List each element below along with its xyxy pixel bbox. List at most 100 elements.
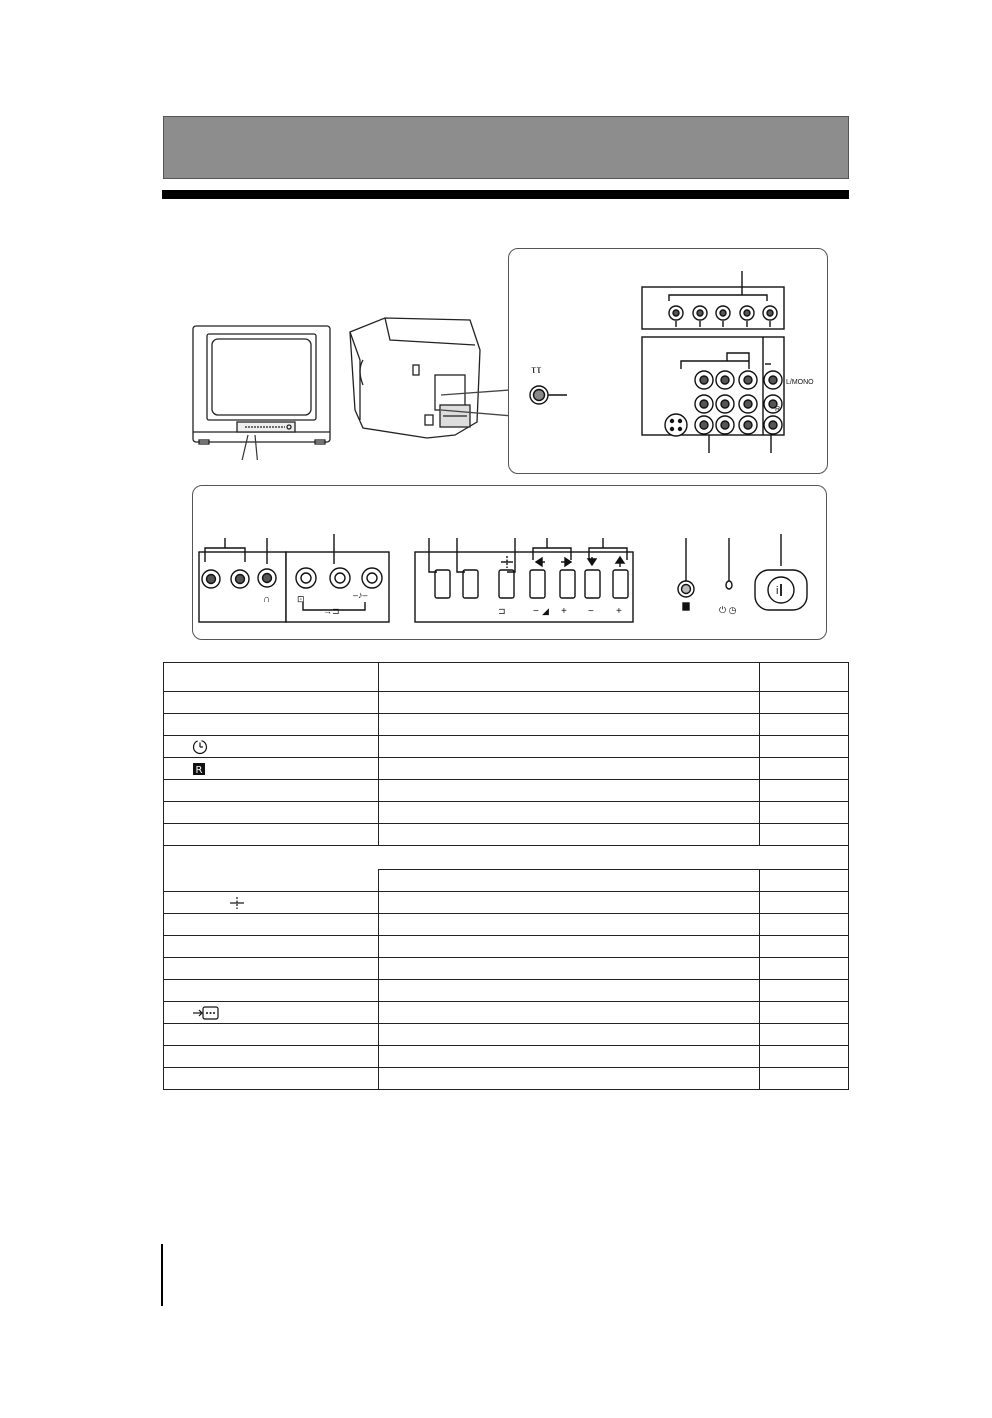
video-icon: ⊡ [297,594,305,604]
table-cell [163,979,379,1002]
table-cell [377,662,761,692]
table-cell [377,823,761,846]
table-cell [163,891,379,914]
audio-note-icon: –♪– [353,590,368,600]
input-arrow-box-icon [193,1005,219,1020]
front-button-1[interactable] [434,569,451,599]
power-icon: i [776,585,778,597]
table-cell [759,1023,849,1046]
volume-icon: ◢ [542,606,549,616]
rear-connector-panel: ⲧⲧ [508,248,828,474]
input-icon: →⊐ [323,606,340,616]
table-cell [377,757,761,780]
table-cell [377,713,761,736]
component-jack-strip [641,271,785,330]
table-cell [377,1067,761,1090]
table-cell [759,979,849,1002]
table-cell [759,1001,849,1024]
standby-indicator [725,580,733,590]
input-arrow-box-icon: ⊐ [498,606,506,616]
table-cell [759,957,849,980]
table-cell [163,1023,379,1046]
table-row [163,691,849,714]
table-cell [377,891,761,914]
front-button-2[interactable] [462,569,479,599]
volume-plus-button[interactable] [559,569,576,599]
header-rule [162,190,849,199]
table-cell [377,1045,761,1068]
crosshair-icon [230,896,244,909]
table-cell [377,957,761,980]
table-cell [377,1001,761,1024]
table-cell [759,801,849,824]
svg-text:ⲧⲧ: ⲧⲧ [531,362,541,376]
table-row [163,823,849,846]
table-cell [377,1023,761,1046]
av-jack-block [641,336,785,453]
header-band [163,116,849,179]
table-subrow [163,913,849,936]
table-cell [377,979,761,1002]
r-box-icon [682,602,690,611]
table-cell [759,823,849,846]
table-cell [759,757,849,780]
table-cell [163,713,379,736]
r-box-icon: R [193,762,205,776]
table-cell [759,1067,849,1090]
table-cell [377,691,761,714]
program-plus-button[interactable] [612,569,629,599]
table-header-row [163,662,849,692]
front-control-panel: ∩ ⊡ →⊐ –♪– ⊐ − ◢ + − + ⏻ ◷ i [192,485,827,640]
table-cell [759,735,849,758]
table-cell [759,869,849,892]
volume-minus-label: − [533,606,539,617]
s-video-jack [664,413,688,437]
table-cell [163,1045,379,1068]
rear-label-r: R [775,406,780,413]
program-minus-label: − [588,606,594,617]
table-cell [759,691,849,714]
table-cell [163,662,379,692]
table-row [163,1045,849,1068]
table-row [163,713,849,736]
table-cell: R [163,757,379,780]
tv-front-view [192,325,331,445]
table-cell [759,935,849,958]
table-cell [163,779,379,802]
volume-minus-button[interactable] [529,569,546,599]
table-cell [163,957,379,980]
table-cell [377,935,761,958]
table-cell [163,823,379,846]
table-cell [377,869,761,892]
table-cell [377,735,761,758]
table-group-cell [163,845,849,870]
table-cell [163,691,379,714]
timer-icon [192,739,208,754]
table-cell [377,801,761,824]
table-row [163,979,849,1002]
table-row [163,1067,849,1090]
table-row [163,801,849,824]
table-group-row [163,845,849,870]
table-subrow [163,891,849,914]
crosshair-icon [501,556,513,568]
front-button-3[interactable] [498,569,515,599]
table-cell [377,913,761,936]
table-row [163,779,849,802]
front-controls-drawing: ∩ ⊡ →⊐ –♪– ⊐ − ◢ + − + ⏻ ◷ i [198,534,808,623]
table-cell [163,913,379,936]
table-cell [163,801,379,824]
table-row [163,957,849,980]
table-cell [377,779,761,802]
table-cell [163,1067,379,1090]
table-row [163,1001,849,1024]
table-cell [759,662,849,692]
table-row [163,935,849,958]
table-row [163,1023,849,1046]
table-cell [163,1001,379,1024]
volume-plus-label: + [561,606,567,617]
program-plus-label: + [616,606,622,617]
table-cell [759,913,849,936]
program-minus-button[interactable] [584,569,601,599]
standby-icon: ⏻ ◷ [719,605,737,615]
